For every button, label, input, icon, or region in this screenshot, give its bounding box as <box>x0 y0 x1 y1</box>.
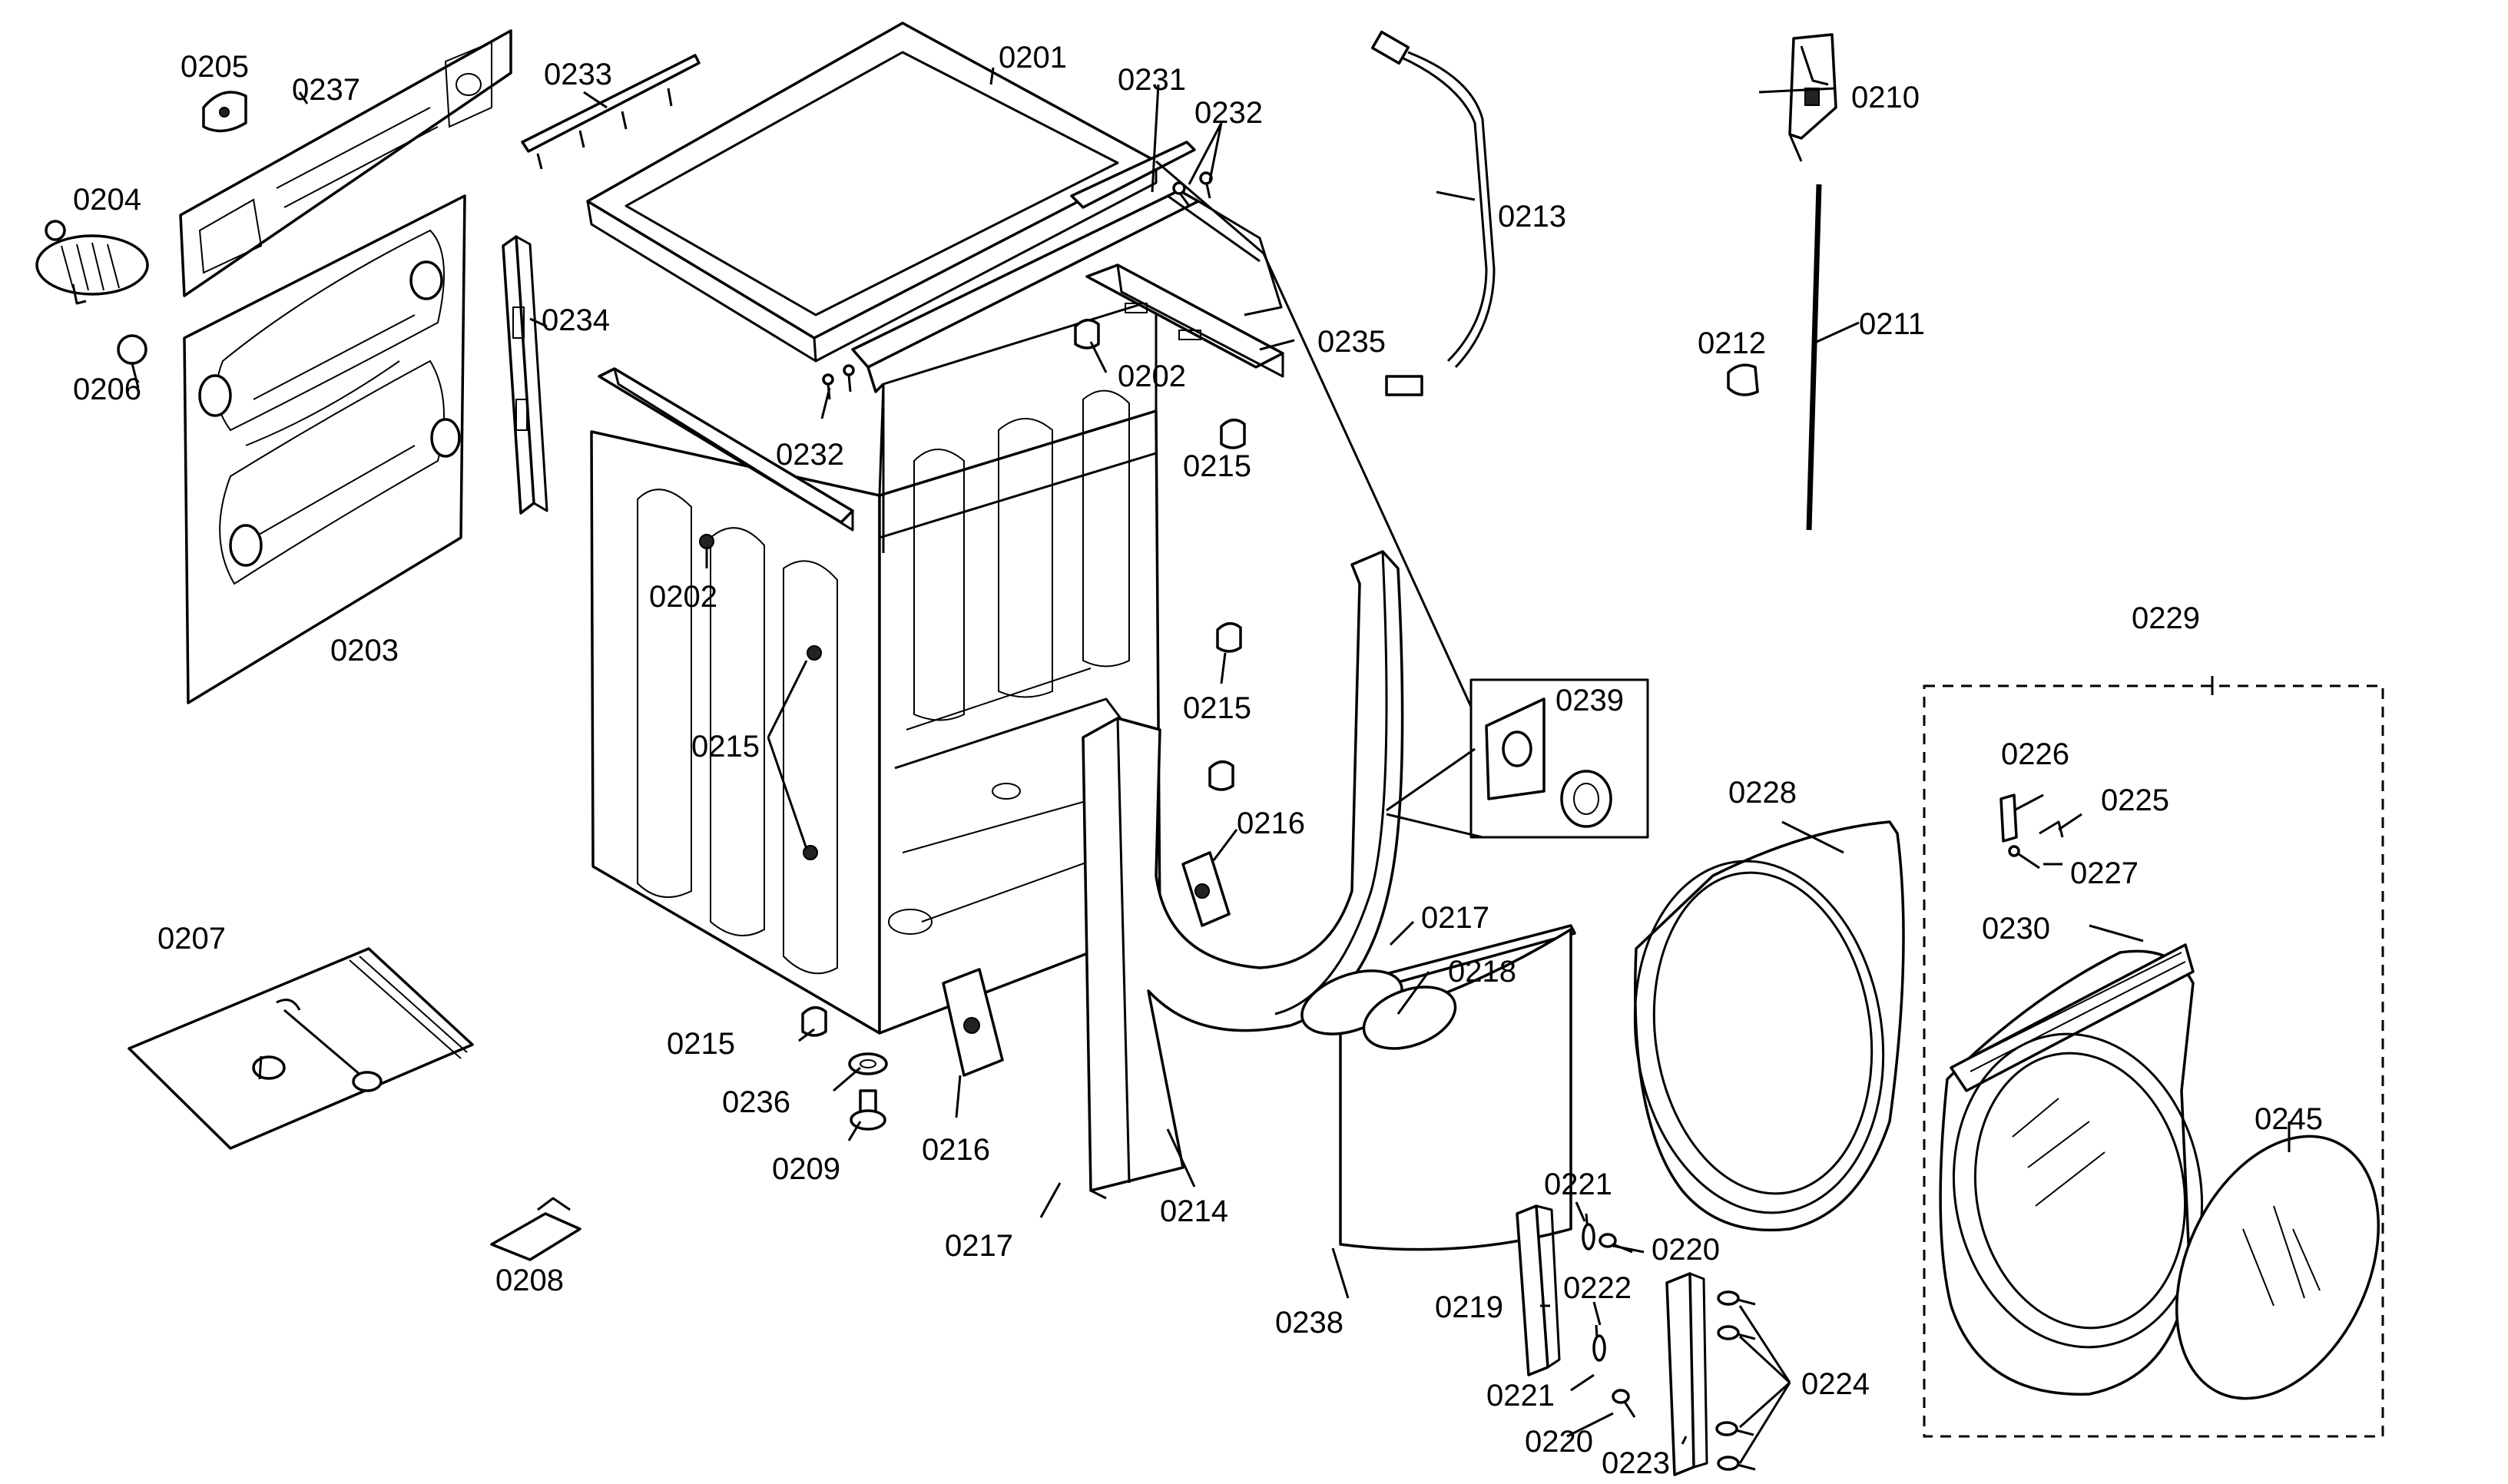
hinge-0219-part <box>1516 1204 1708 1476</box>
pump-0204-part <box>35 220 149 305</box>
callout-0204: 0204 <box>73 183 141 217</box>
top-rail-part <box>851 141 1283 393</box>
callout-0215-left: 0215 <box>691 730 760 764</box>
assembly-0229-part <box>1923 684 2384 1438</box>
callout-0201: 0201 <box>999 41 1067 75</box>
clip-0205-part <box>202 91 247 133</box>
rear-cover-part <box>179 29 512 297</box>
callout-0245: 0245 <box>2255 1102 2323 1136</box>
callout-0238: 0238 <box>1275 1306 1343 1340</box>
bracket-0216-part <box>942 851 1231 1077</box>
callout-0216-bottom: 0216 <box>922 1133 990 1167</box>
front-panel-0238-part <box>1300 928 1572 1251</box>
callout-0232-top: 0232 <box>1194 96 1263 130</box>
callout-0215-mid: 0215 <box>1183 691 1251 725</box>
fasteners-part <box>801 171 1246 1131</box>
callout-0215-top: 0215 <box>1183 449 1251 483</box>
callout-0210: 0210 <box>1851 81 1920 114</box>
callout-0228: 0228 <box>1728 776 1797 810</box>
callout-0237: 0237 <box>292 73 360 107</box>
callout-0221-top: 0221 <box>1544 1168 1612 1201</box>
leader-lines <box>298 67 2291 1464</box>
callout-0211: 0211 <box>1859 307 1925 341</box>
callout-0207: 0207 <box>157 922 226 956</box>
callout-0214: 0214 <box>1160 1194 1228 1228</box>
callout-0235: 0235 <box>1317 325 1386 359</box>
callout-0208: 0208 <box>495 1264 564 1297</box>
callout-0218: 0218 <box>1448 955 1516 989</box>
side-rail-0234-part <box>502 235 548 515</box>
callout-0223: 0223 <box>1602 1446 1670 1480</box>
back-panel-part <box>183 194 466 704</box>
callout-0205: 0205 <box>181 50 249 84</box>
callout-0234: 0234 <box>542 303 610 337</box>
callout-0203: 0203 <box>330 634 399 667</box>
callout-0206: 0206 <box>73 373 141 406</box>
callout-0209: 0209 <box>772 1152 840 1186</box>
callout-0216-right: 0216 <box>1237 807 1305 840</box>
callout-0219: 0219 <box>1435 1290 1503 1324</box>
callout-0220-bottom: 0220 <box>1525 1425 1593 1459</box>
callout-0233: 0233 <box>544 58 612 91</box>
switch-0210-part <box>1788 33 1837 162</box>
rod-0211-part <box>1806 184 1822 531</box>
callout-0202-top: 0202 <box>1118 359 1186 393</box>
top-panel-part <box>586 22 1158 363</box>
callout-0222: 0222 <box>1563 1271 1632 1305</box>
callout-0236: 0236 <box>722 1085 790 1119</box>
screws-0220-0224-part <box>1582 1213 1756 1471</box>
callout-labels: 0205 0237 0233 0201 0231 0232 0210 0204 … <box>73 41 2323 1480</box>
callout-0215-bottom: 0215 <box>667 1027 735 1061</box>
door-ring-0228-part <box>1633 820 1905 1232</box>
clip-0208-part <box>490 1197 581 1261</box>
callout-0239: 0239 <box>1555 684 1624 717</box>
bracket-0235-part <box>1085 263 1284 378</box>
callout-0230: 0230 <box>1982 912 2050 946</box>
callout-0221-bottom: 0221 <box>1486 1379 1555 1413</box>
callout-0224: 0224 <box>1801 1367 1870 1401</box>
callout-0226: 0226 <box>2001 737 2069 771</box>
callout-0202-mid: 0202 <box>649 580 717 614</box>
callout-0231: 0231 <box>1118 63 1186 97</box>
callout-0225: 0225 <box>2101 783 2169 817</box>
detail-0239-part <box>1469 678 1649 839</box>
callout-0229: 0229 <box>2132 601 2200 635</box>
callout-0227: 0227 <box>2070 856 2139 890</box>
callout-0213: 0213 <box>1498 200 1566 234</box>
callout-0232-mid: 0232 <box>776 438 844 472</box>
screw-0206-part <box>117 334 147 389</box>
clip-0212-part <box>1727 363 1759 396</box>
wire-harness-0213-part <box>1370 30 1496 396</box>
crossbar-0233-part <box>521 54 701 170</box>
left-rail-part <box>598 367 854 532</box>
callout-0212: 0212 <box>1698 326 1766 360</box>
callout-0217-bottom: 0217 <box>945 1229 1013 1263</box>
callout-0217-right: 0217 <box>1421 901 1489 935</box>
callout-0220-top: 0220 <box>1652 1233 1720 1267</box>
accessory-bag-0207-part <box>128 947 474 1150</box>
